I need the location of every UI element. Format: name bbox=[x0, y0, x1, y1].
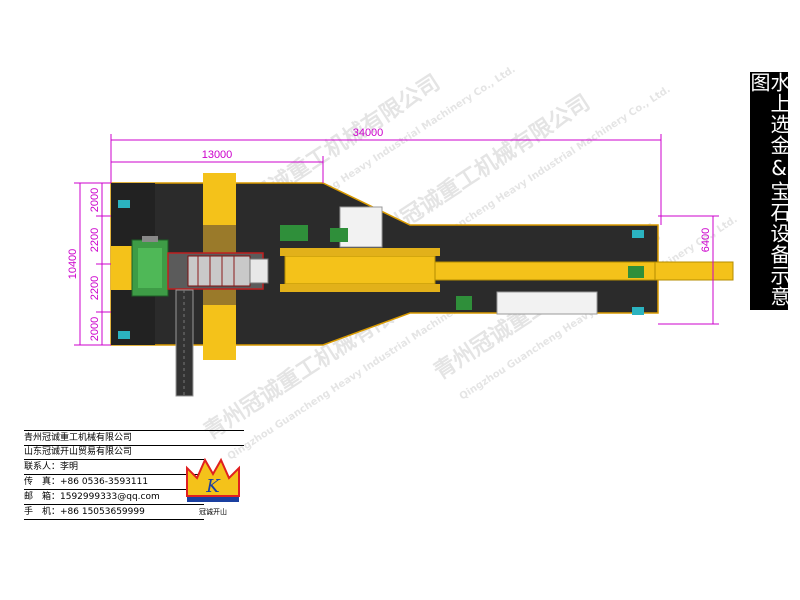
dim-label-left-top: 2000 bbox=[89, 188, 101, 212]
pump-top-2 bbox=[330, 228, 348, 242]
info-company-1: 青州冠诚重工机械有限公司 bbox=[24, 430, 244, 446]
diagram-title: 水上选金&宝石设备示意图 bbox=[747, 72, 791, 307]
cross-deck-top bbox=[203, 173, 236, 225]
trommel-screen bbox=[167, 252, 269, 290]
email-label: 邮 箱： bbox=[24, 492, 61, 502]
fitting-right-top bbox=[632, 230, 644, 238]
pump-right-1 bbox=[628, 266, 644, 278]
fitting-left-bottom bbox=[118, 331, 130, 339]
info-mobile: 手 机：+86 15053659999 bbox=[24, 505, 204, 520]
info-fax: 传 真：+86 0536-3593111 bbox=[24, 475, 204, 490]
dim-label-total-width: 10400 bbox=[67, 249, 79, 280]
mobile-label: 手 机： bbox=[24, 507, 61, 517]
logo-base bbox=[187, 497, 239, 502]
trommel-feed-hopper bbox=[249, 258, 269, 284]
fitting-right-bottom bbox=[632, 307, 644, 315]
sluice-table-main bbox=[284, 255, 436, 285]
cross-deck-bottom bbox=[203, 305, 236, 360]
dim-label-left-upper: 2200 bbox=[89, 228, 101, 252]
info-email: 邮 箱：1592999333@qq.com bbox=[24, 490, 204, 505]
sluice-discharge-chute bbox=[654, 261, 734, 281]
logo-letter: K bbox=[205, 476, 221, 497]
dim-label-left-bottom: 2000 bbox=[89, 317, 101, 341]
sluice-table-ext bbox=[434, 261, 656, 281]
dim-label-right-width: 6400 bbox=[700, 228, 712, 252]
tailings-conveyor bbox=[175, 289, 194, 397]
logo-brand: 冠诚开山 bbox=[199, 507, 227, 516]
email-value: 1592999333@qq.com bbox=[60, 492, 160, 502]
info-contact: 联系人：李明 bbox=[24, 460, 204, 475]
pump-bottom-1 bbox=[456, 296, 472, 310]
fitting-left-top bbox=[118, 200, 130, 208]
dim-label-left-lower: 2200 bbox=[89, 276, 101, 300]
yellow-edge-left-top bbox=[111, 246, 133, 290]
fax-value: +86 0536-3593111 bbox=[60, 477, 149, 487]
title-box: 水上选金&宝石设备示意图 bbox=[747, 72, 791, 310]
trommel-drum bbox=[187, 255, 251, 287]
dimension-lines bbox=[74, 134, 719, 346]
green-equipment bbox=[280, 225, 644, 310]
dim-label-section-length: 13000 bbox=[202, 149, 233, 161]
sluice-upper-row bbox=[280, 248, 440, 256]
white-platform-right bbox=[496, 291, 598, 315]
dim-label-total-length: 34000 bbox=[353, 127, 384, 139]
deck-fittings bbox=[118, 200, 644, 339]
generator-panel bbox=[138, 248, 162, 288]
contact-label: 联系人： bbox=[24, 462, 61, 472]
generator-cap bbox=[142, 236, 158, 242]
contact-name: 李明 bbox=[60, 462, 79, 472]
contact-info-block: 青州冠诚重工机械有限公司 山东冠诚开山贸易有限公司 联系人：李明 传 真：+86… bbox=[24, 430, 244, 520]
generator-unit bbox=[131, 236, 169, 297]
mobile-value: +86 15053659999 bbox=[60, 507, 145, 517]
logo-crown bbox=[186, 457, 240, 497]
info-company-2: 山东冠诚开山贸易有限公司 bbox=[24, 445, 204, 460]
sluice-lower-row bbox=[280, 284, 440, 292]
fax-label: 传 真： bbox=[24, 477, 61, 487]
company-name-1: 青州冠诚重工机械有限公司 bbox=[24, 433, 133, 443]
pump-top-1 bbox=[280, 225, 308, 241]
company-name-2: 山东冠诚开山贸易有限公司 bbox=[24, 447, 133, 457]
company-logo: K 冠诚开山 bbox=[186, 457, 240, 516]
